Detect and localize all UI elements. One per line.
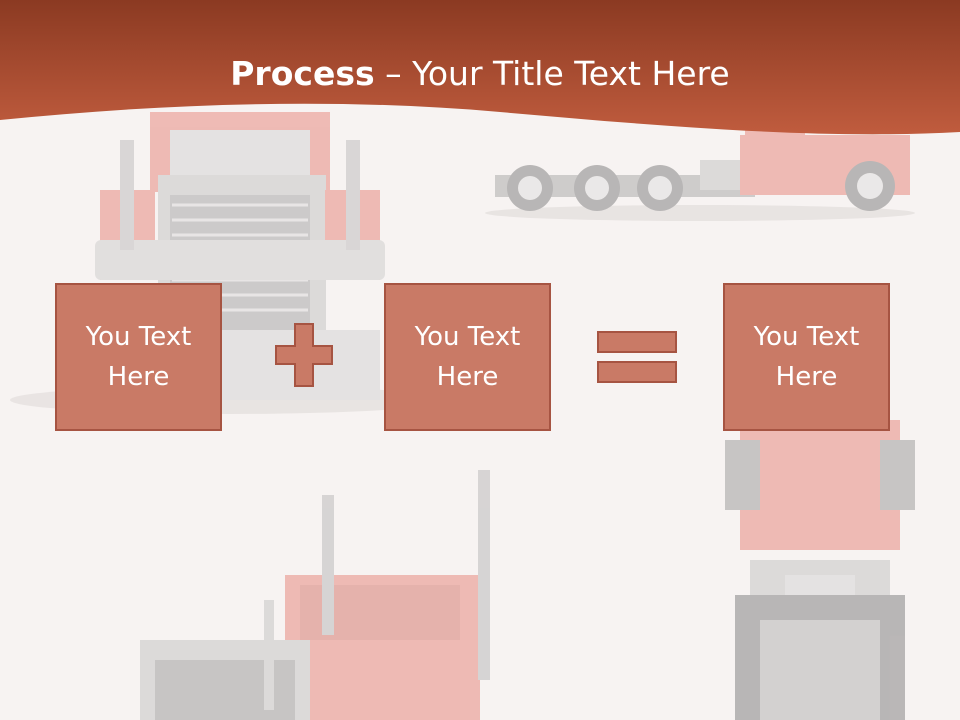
process-box-1-text: You Text Here bbox=[85, 322, 192, 392]
process-box-2-text: You Text Here bbox=[414, 322, 521, 392]
title-bold-text: Process bbox=[230, 54, 375, 93]
title-separator: – bbox=[374, 54, 413, 93]
truck-angle-image bbox=[140, 470, 490, 720]
truck-top-image bbox=[725, 420, 915, 720]
title-rest-text: Your Title Text Here bbox=[412, 54, 730, 93]
header-band bbox=[0, 0, 960, 135]
process-box-1[interactable]: You Text Here bbox=[55, 283, 222, 431]
process-box-3[interactable]: You Text Here bbox=[723, 283, 890, 431]
truck-front-image bbox=[10, 112, 450, 414]
plus-icon bbox=[275, 323, 333, 387]
process-box-3-text: You Text Here bbox=[753, 322, 860, 392]
truck-side-image bbox=[485, 125, 915, 221]
slide-title: Process – Your Title Text Here bbox=[0, 52, 960, 96]
process-box-2[interactable]: You Text Here bbox=[384, 283, 551, 431]
equals-icon bbox=[597, 331, 677, 383]
